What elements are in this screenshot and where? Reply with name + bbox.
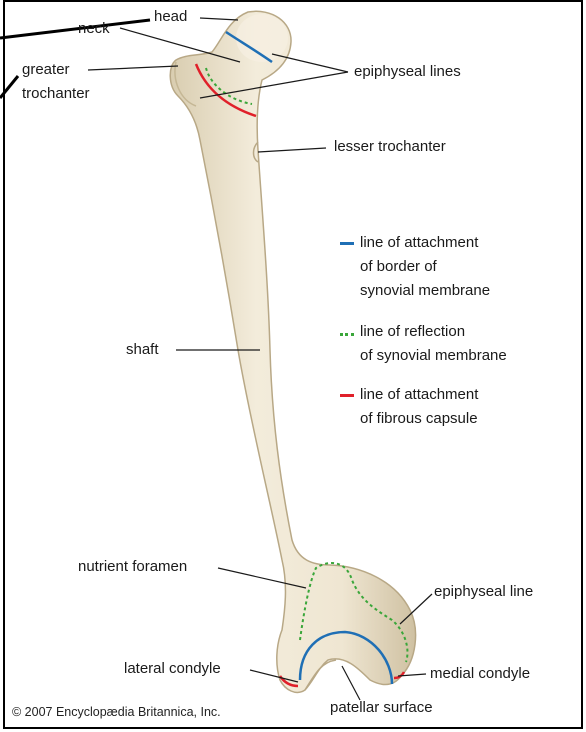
leader-patellar-surface: [342, 666, 360, 700]
legend-text-3a: line of attachment: [360, 385, 478, 405]
label-head: head: [154, 7, 187, 27]
label-lesser-trochanter: lesser trochanter: [334, 137, 446, 157]
copyright-notice: © 2007 Encyclopædia Britannica, Inc.: [12, 705, 221, 719]
leader-head: [200, 18, 238, 20]
legend-swatch-synovial-reflection: [340, 333, 354, 336]
pointer-line-lower: [0, 76, 18, 98]
legend-text-2a: line of reflection: [360, 322, 465, 342]
label-lateral-condyle: lateral condyle: [124, 659, 221, 679]
label-neck: neck: [78, 19, 110, 39]
label-nutrient-foramen: nutrient foramen: [78, 557, 187, 577]
label-patellar-surface: patellar surface: [330, 698, 433, 718]
legend-swatch-fibrous-capsule: [340, 394, 354, 397]
label-greater-trochanter-line1: greater: [22, 60, 70, 80]
label-epiphyseal-lines: epiphyseal lines: [354, 62, 461, 82]
label-greater-trochanter-line2: trochanter: [22, 84, 90, 104]
leader-greater-trochanter: [88, 66, 178, 70]
legend-text-1a: line of attachment: [360, 233, 478, 253]
pointer-line-top: [0, 20, 150, 38]
leader-lesser-trochanter: [258, 148, 326, 152]
legend-text-3b: of fibrous capsule: [360, 409, 478, 429]
legend-text-2b: of synovial membrane: [360, 346, 507, 366]
label-epiphyseal-line: epiphyseal line: [434, 582, 533, 602]
label-shaft: shaft: [126, 340, 159, 360]
legend-swatch-synovial-border: [340, 242, 354, 245]
legend-text-1b: of border of: [360, 257, 437, 277]
legend-text-1c: synovial membrane: [360, 281, 490, 301]
label-medial-condyle: medial condyle: [430, 664, 530, 684]
